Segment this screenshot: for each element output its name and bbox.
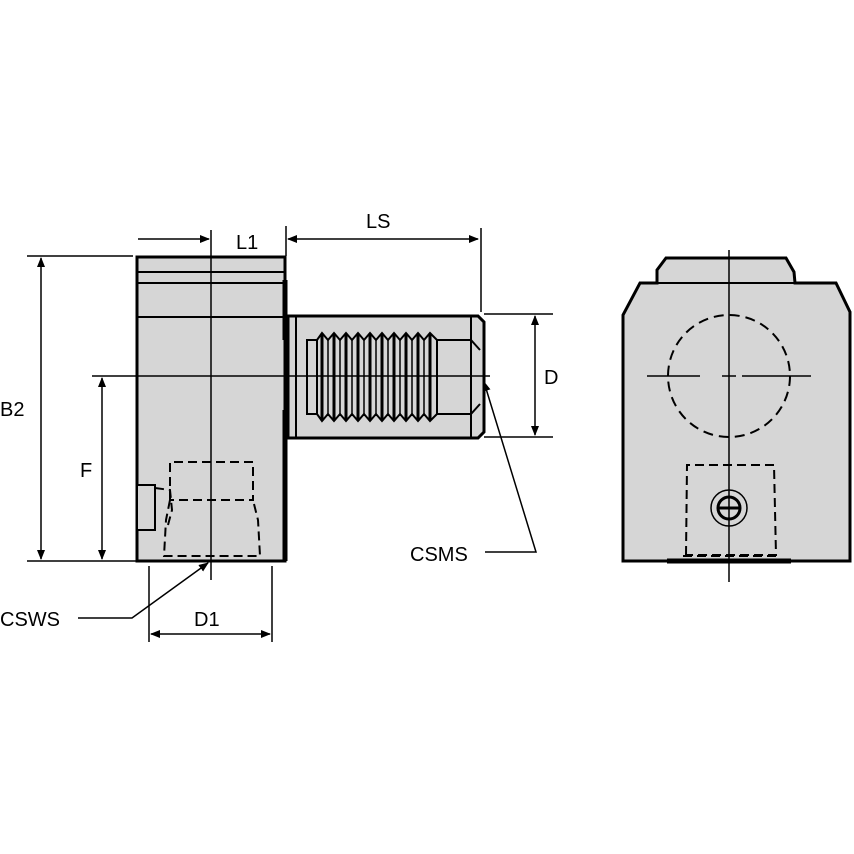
callout-csws: CSWS xyxy=(0,609,60,631)
dim-label-f: F xyxy=(80,460,92,482)
shank-threads xyxy=(306,331,438,423)
shank xyxy=(286,314,486,440)
dim-label-l1: L1 xyxy=(236,232,258,254)
dim-label-b2: B2 xyxy=(0,399,24,421)
shank-bore-bottom xyxy=(437,403,481,415)
front-view xyxy=(621,250,852,582)
side-view xyxy=(92,230,490,580)
hidden-screw xyxy=(154,487,174,526)
dim-label-ls: LS xyxy=(366,211,390,233)
hidden-pocket-body xyxy=(162,499,262,557)
hidden-pocket-top xyxy=(169,461,254,501)
shank-bore-top xyxy=(437,339,481,351)
dim-label-d: D xyxy=(544,367,558,389)
callout-csms: CSMS xyxy=(410,544,468,566)
dim-label-d1: D1 xyxy=(194,609,220,631)
side-screw xyxy=(136,484,156,531)
dimensions: L1 LS D B2 F D1 CSWS CSMS xyxy=(0,211,558,642)
